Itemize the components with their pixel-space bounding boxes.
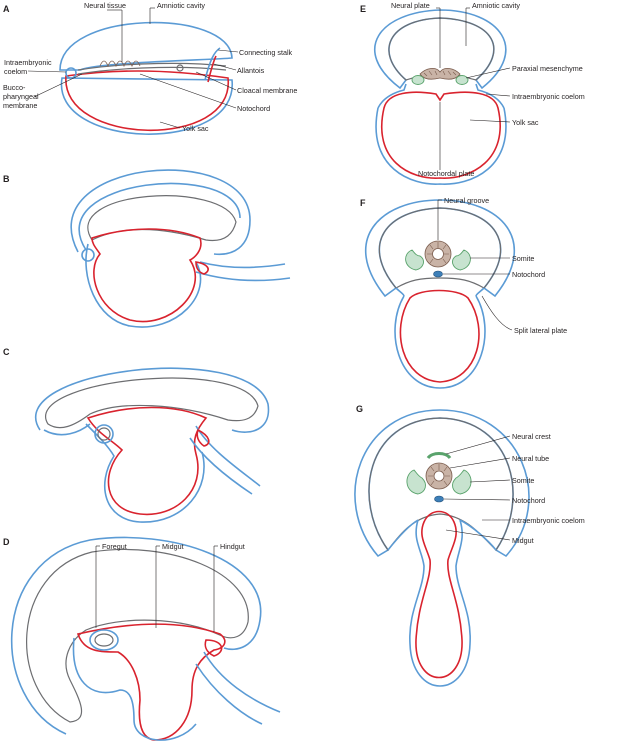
label-neural-tissue: Neural tissue	[84, 1, 126, 10]
label-yolk-sac-e: Yolk sac	[512, 118, 539, 127]
label-neural-plate: Neural plate	[391, 1, 430, 10]
panel-letter-e: E	[360, 4, 366, 14]
label-split-lateral-plate: Split lateral plate	[514, 326, 567, 335]
panel-f: F Neural groove Somite Notochord Split l…	[360, 196, 567, 389]
label-buccopharyngeal-line2: pharyngeal	[3, 92, 39, 101]
label-intraembryonic-coelom-a-line2: coelom	[4, 67, 27, 76]
label-neural-tube: Neural tube	[512, 454, 549, 463]
label-amniotic-cavity-e: Amniotic cavity	[472, 1, 520, 10]
panel-letter-c: C	[3, 347, 10, 357]
label-somite-g: Somite	[512, 476, 534, 485]
panel-g: G Neural crest Neural tube Somite Notoch…	[354, 404, 585, 687]
label-foregut: Foregut	[102, 542, 127, 551]
label-paraxial-mesenchyme: Paraxial mesenchyme	[512, 64, 583, 73]
panel-c: C	[3, 347, 270, 523]
panel-a: A Neural tissue Amniotic cavity Connecti…	[3, 1, 297, 135]
panel-letter-d: D	[3, 537, 10, 547]
label-notochord-g: Notochord	[512, 496, 545, 505]
label-neural-groove: Neural groove	[444, 196, 489, 205]
label-midgut-d: Midgut	[162, 542, 184, 551]
panel-letter-g: G	[356, 404, 363, 414]
label-notochord-a: Notochord	[237, 104, 270, 113]
label-midgut-g: Midgut	[512, 536, 534, 545]
panel-b: B	[3, 169, 291, 328]
label-intraembryonic-coelom-g: Intraembryonic coelom	[512, 516, 585, 525]
label-allantois: Allantois	[237, 66, 265, 75]
label-connecting-stalk: Connecting stalk	[239, 48, 293, 57]
panel-d: D Foregut Midgut Hindgut	[3, 536, 281, 741]
panel-letter-f: F	[360, 198, 366, 208]
panel-letter-a: A	[3, 4, 10, 14]
label-buccopharyngeal-line3: membrane	[3, 101, 37, 110]
label-hindgut: Hindgut	[220, 542, 245, 551]
label-notochordal-plate: Notochordal plate	[418, 169, 474, 178]
label-intraembryonic-coelom-a-line1: Intraembryonic	[4, 58, 52, 67]
label-intraembryonic-coelom-e: Intraembryonic coelom	[512, 92, 585, 101]
label-notochord-f: Notochord	[512, 270, 545, 279]
label-neural-crest: Neural crest	[512, 432, 551, 441]
label-cloacal-membrane: Cloacal membrane	[237, 86, 297, 95]
panel-e: E Neural plate Amniotic cavity Paraxial …	[360, 1, 585, 185]
label-amniotic-cavity-a: Amniotic cavity	[157, 1, 205, 10]
label-yolk-sac-a: Yolk sac	[182, 124, 209, 133]
panel-letter-b: B	[3, 174, 10, 184]
label-somite-f: Somite	[512, 254, 534, 263]
label-buccopharyngeal-line1: Bucco-	[3, 83, 26, 92]
